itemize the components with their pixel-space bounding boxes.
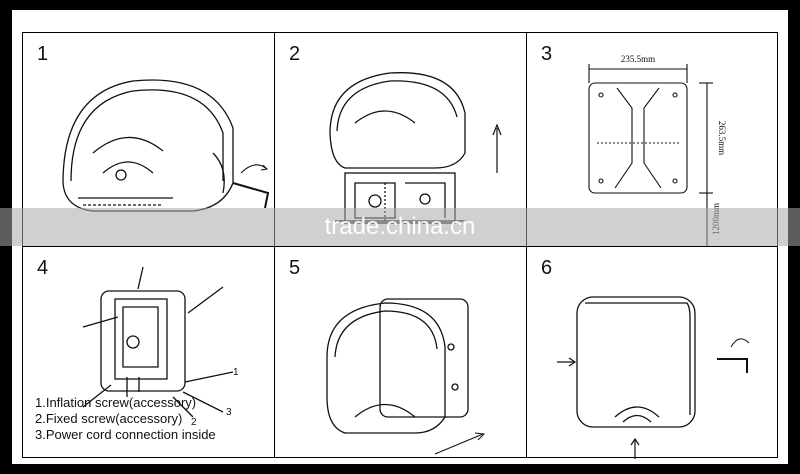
allen-key-icon <box>232 182 270 209</box>
callout-1-label: 1 <box>233 367 239 378</box>
legend-item-power-cord: 3.Power cord connection inside <box>35 427 216 442</box>
step-2-number: 2 <box>289 43 301 65</box>
wall-fixing-illustration: 1 2 3 <box>82 266 239 428</box>
callout-3-label: 3 <box>226 407 232 418</box>
allen-key-icon <box>717 358 748 373</box>
width-dimension-label: 235.5mm <box>621 54 655 64</box>
row-divider <box>23 246 777 247</box>
rotate-arrow-icon <box>240 164 268 174</box>
parts-legend: 1.Inflation screw(accessory) 2.Fixed scr… <box>35 395 216 443</box>
lift-arrow-icon <box>492 123 502 173</box>
screw-arrows-icon <box>557 357 640 459</box>
height-dimension-label: 263.5mm <box>717 121 727 155</box>
rotate-arrow-icon <box>730 338 750 348</box>
step-6-panel: 6 <box>527 247 779 459</box>
watermark-text: trade.china.cn <box>324 213 476 240</box>
cover-reattach-illustration <box>326 298 486 455</box>
step-5-number: 5 <box>289 257 301 279</box>
step-3-number: 3 <box>541 43 553 65</box>
step-4-panel: 4 1 2 3 <box>23 247 274 459</box>
step-6-number: 6 <box>541 257 553 279</box>
step-4-number: 4 <box>37 257 49 279</box>
push-arrow-icon <box>434 432 486 455</box>
callout-2-label: 2 <box>191 417 197 428</box>
legend-item-fixed-screw: 2.Fixed screw(accessory) <box>35 411 183 426</box>
legend-item-inflation-screw: 1.Inflation screw(accessory) <box>35 395 197 410</box>
final-assembly-illustration <box>557 296 750 459</box>
step-1-number: 1 <box>37 43 49 65</box>
step-5-panel: 5 <box>275 247 526 459</box>
watermark-band <box>0 208 800 246</box>
